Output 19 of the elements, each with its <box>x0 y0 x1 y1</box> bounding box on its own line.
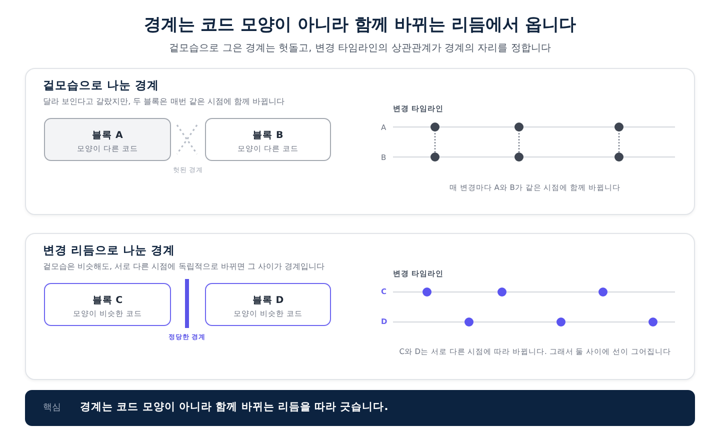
code-block <box>205 283 331 326</box>
block-name: 블록 D <box>251 294 285 307</box>
section-panel <box>25 68 695 215</box>
block-name: 블록 C <box>91 294 124 307</box>
summary-banner <box>25 390 695 426</box>
summary-tag: 핵심 <box>43 401 61 414</box>
block-name: 블록 B <box>252 129 284 142</box>
code-block <box>205 118 331 161</box>
section-description: 겉모습은 비슷해도, 서로 다른 시점에 독립적으로 바뀌면 그 사이가 경계입니다 <box>43 261 324 272</box>
page-subtitle: 겉모습으로 그은 경계는 헛돌고, 변경 타임라인의 상관관계가 경계의 자리를 정합니다 <box>169 43 551 54</box>
section-heading: 겉모습으로 나눈 경계 <box>43 78 160 93</box>
section-heading: 변경 리듬으로 나눈 경계 <box>43 243 176 258</box>
summary-text: 경계는 코드 모양이 아니라 함께 바뀌는 리듬을 따라 긋습니다. <box>80 400 388 414</box>
code-block <box>44 283 171 326</box>
block-name: 블록 A <box>91 129 124 142</box>
code-block <box>44 118 171 161</box>
section-panel <box>25 233 695 380</box>
section-description: 달라 보인다고 갈랐지만, 두 블록은 매번 같은 시점에 함께 바뀝니다 <box>43 96 284 107</box>
page-title: 경계는 코드 모양이 아니라 함께 바뀌는 리듬에서 옵니다 <box>142 14 578 36</box>
